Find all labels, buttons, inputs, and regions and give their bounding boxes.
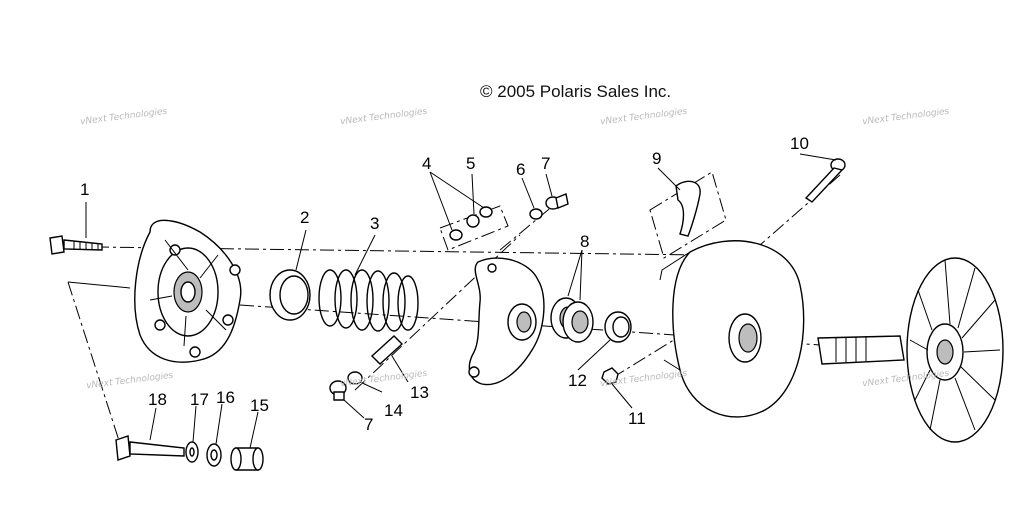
part-3-spring (318, 269, 419, 332)
part-10-bolt (804, 158, 846, 203)
callout-15: 15 (250, 396, 269, 415)
part-12-bushing (604, 311, 632, 343)
callout-7-top: 7 (541, 154, 551, 173)
part-1-bolt (49, 235, 103, 255)
copyright-notice: © 2005 Polaris Sales Inc. (480, 82, 672, 101)
callout-2: 2 (300, 208, 310, 227)
callout-8: 8 (580, 232, 590, 251)
callout-17: 17 (190, 390, 209, 409)
callout-3: 3 (370, 214, 380, 233)
callout-18: 18 (148, 390, 167, 409)
part-16-washer (206, 443, 222, 467)
fixed-sheave (817, 257, 1004, 443)
left-bracket-line (67, 281, 123, 451)
callout-10: 10 (790, 134, 809, 153)
part-17-washer (185, 441, 199, 463)
spider-cover-housing (134, 219, 242, 363)
callout-5: 5 (466, 154, 476, 173)
part-15-spacer (230, 447, 264, 471)
callout-12: 12 (568, 371, 587, 390)
part-13-pin (370, 335, 404, 365)
part-8-rollers (550, 297, 594, 343)
part-9-weight (649, 171, 727, 259)
leader-lines (85, 153, 837, 449)
callout-14: 14 (384, 401, 403, 420)
part-7-screw-top (545, 193, 569, 210)
part-11-nut (601, 367, 619, 385)
parts-4-5-box (439, 205, 509, 251)
bolt-10-line (759, 174, 841, 246)
callout-13: 13 (410, 383, 429, 402)
part-18-bolt (115, 435, 185, 461)
spider-assembly (468, 257, 545, 386)
left-bracket-top (67, 281, 131, 289)
callout-9: 9 (652, 149, 662, 168)
callout-16: 16 (216, 388, 235, 407)
part-2-ring (269, 269, 311, 321)
callout-1: 1 (80, 180, 90, 199)
callout-6: 6 (516, 160, 526, 179)
callout-7-bottom: 7 (364, 415, 374, 434)
moveable-sheave (659, 240, 805, 418)
callout-11: 11 (628, 409, 646, 428)
callout-4: 4 (422, 154, 432, 173)
screw-7-line (499, 199, 561, 251)
part-6-washer (529, 208, 543, 220)
part-14-washer (347, 371, 363, 385)
